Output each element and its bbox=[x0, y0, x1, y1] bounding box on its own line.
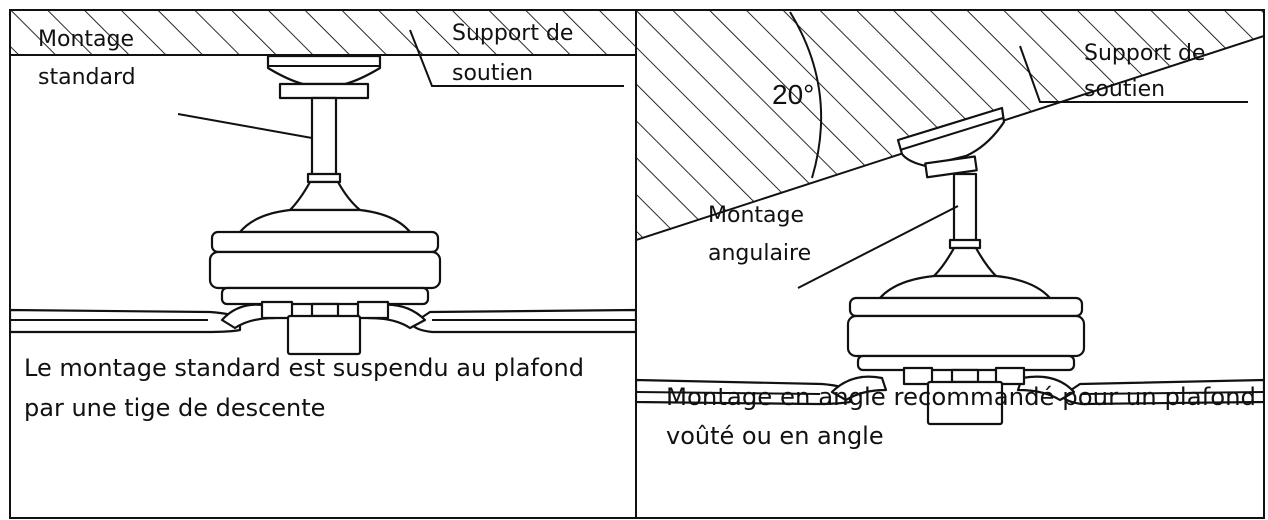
standard-mount-leader bbox=[177, 113, 313, 139]
angled-mount-label-line1: Montage bbox=[708, 203, 804, 228]
standard-mount-caption-line1: Le montage standard est suspendu au plaf… bbox=[24, 354, 584, 382]
standard-mount-caption-line2: par une tige de descente bbox=[24, 394, 325, 422]
angled-mount-label-line2: angulaire bbox=[708, 241, 811, 266]
angle-label: 20° bbox=[772, 79, 814, 110]
standard-mount-label-line1: Montage bbox=[38, 27, 134, 52]
angled-mount-caption-line2: voûté ou en angle bbox=[666, 422, 884, 450]
angled-fan-body bbox=[846, 155, 1086, 426]
angled-canopy bbox=[896, 106, 1006, 168]
fan-body bbox=[208, 54, 442, 356]
angled-mount-leader bbox=[797, 205, 959, 289]
bracket-label-left-line2: soutien bbox=[452, 61, 533, 86]
bracket-leader-left bbox=[409, 29, 624, 87]
angled-mount-caption-line1: Montage en angle recommandé pour un plaf… bbox=[666, 383, 1256, 411]
standard-mount-label-line2: standard bbox=[38, 65, 136, 90]
ceiling-hatch bbox=[10, 10, 635, 55]
bracket-label-right-line1: Support de bbox=[1084, 41, 1205, 66]
standard-mount-panel bbox=[10, 10, 635, 356]
bracket-label-right-line2: soutien bbox=[1084, 77, 1165, 102]
bracket-label-left-line1: Support de bbox=[452, 21, 573, 46]
angle-arc bbox=[789, 11, 823, 179]
angled-mount-panel bbox=[636, 10, 1264, 426]
angled-fan-blades bbox=[636, 375, 1264, 406]
bracket-leader-right bbox=[1019, 45, 1248, 103]
